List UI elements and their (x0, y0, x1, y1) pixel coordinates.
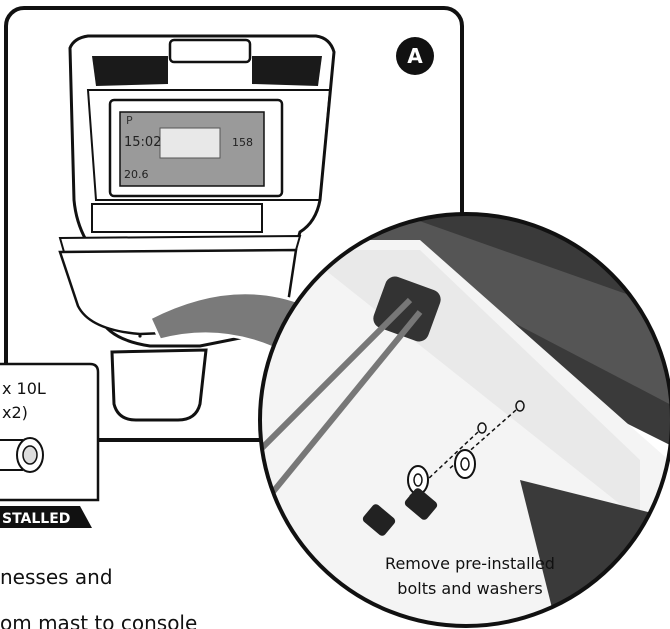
hardware-callout (0, 362, 100, 528)
screen-right-value: 158 (232, 136, 253, 149)
screen-left-value: 15:02 (124, 135, 161, 150)
instruction-line1: nesses and (0, 565, 113, 589)
zoom-caption-line1: Remove pre-installed (385, 554, 555, 573)
screen-bottom-left: 20.6 (124, 168, 149, 181)
zoom-detail (260, 214, 670, 626)
zoom-caption-line2: bolts and washers (397, 579, 542, 598)
bolt-quantity: x2) (2, 403, 28, 422)
screen-header: P (126, 114, 133, 127)
step-badge: A (396, 37, 434, 75)
installed-label: STALLED (2, 511, 70, 527)
instruction-line2: om mast to console (0, 611, 197, 629)
bolt-spec: x 10L (2, 379, 46, 398)
zoom-circle (258, 212, 670, 628)
badge-letter: A (407, 44, 423, 68)
